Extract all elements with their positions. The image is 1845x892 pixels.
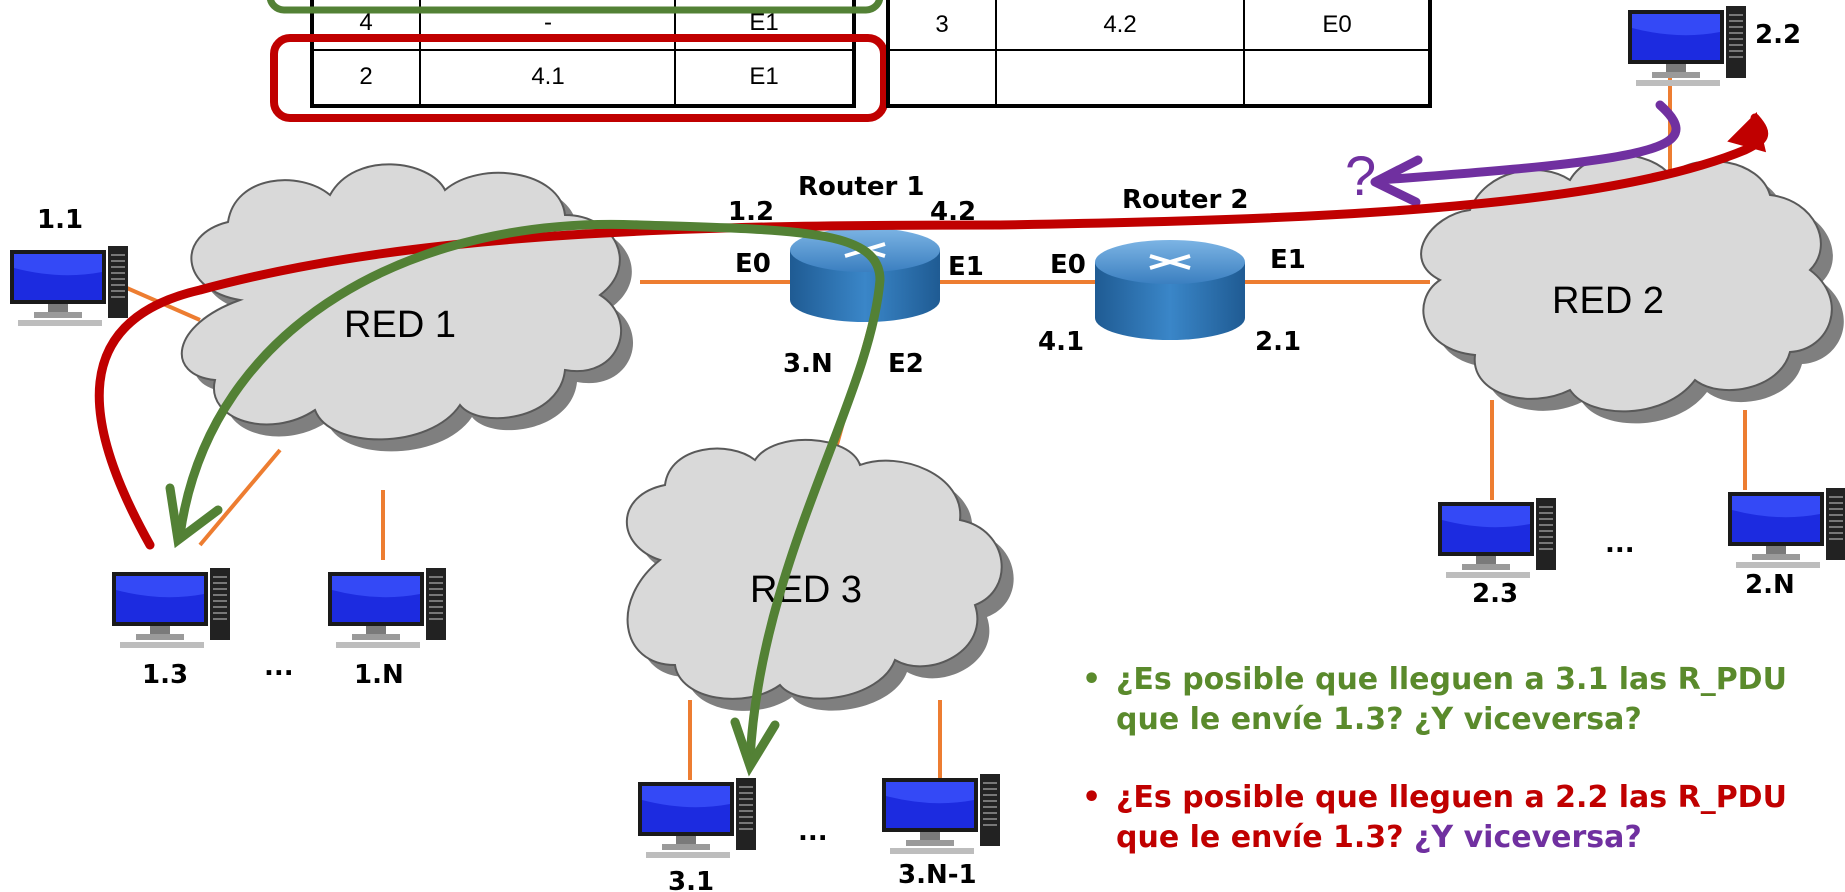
question-2-line2: que le envíe 1.3? ¿Y viceversa?	[1082, 818, 1842, 858]
host-2-n-label: 2.N	[1745, 570, 1795, 600]
host-1-dots: ...	[264, 652, 294, 682]
host-3-dots: ...	[798, 817, 828, 847]
green-path-arrow	[175, 219, 885, 765]
question-2-line1: ¿Es posible que lleguen a 2.2 las R_PDU	[1116, 780, 1787, 815]
host-1-3-icon	[112, 568, 230, 648]
table2-row1-dest: 3	[935, 11, 948, 38]
question-2-line2-red: que le envíe 1.3?	[1116, 820, 1415, 855]
purple-path-arrow	[1375, 100, 1681, 185]
red1-label: RED 1	[344, 304, 456, 346]
question-2-line2-purple: ¿Y viceversa?	[1414, 820, 1642, 855]
host-2-2-icon	[1628, 6, 1746, 86]
highlight-red-row	[270, 34, 888, 122]
host-3-1-icon	[638, 778, 756, 858]
question-1-bullet: •	[1082, 662, 1102, 697]
router1-icon	[790, 228, 940, 322]
host-3-n1-icon	[882, 774, 1000, 854]
router2-addr-left: 4.1	[1038, 327, 1084, 357]
highlight-green-row	[266, 0, 884, 14]
red2-label: RED 2	[1552, 280, 1664, 322]
router1-if-bottom: E2	[888, 349, 924, 379]
host-2-2-label: 2.2	[1755, 20, 1801, 50]
table1-row2-dest: 2	[359, 63, 372, 90]
router2-if-right: E1	[1270, 245, 1306, 275]
question-1: • ¿Es posible que lleguen a 3.1 las R_PD…	[1082, 660, 1842, 740]
router1-addr-bottom: 3.N	[783, 349, 833, 379]
routing-table-router1: 4 - E1 2 4.1 E1	[310, 0, 856, 108]
question-1-line1: ¿Es posible que lleguen a 3.1 las R_PDU	[1116, 662, 1787, 697]
table1-row1-dest: 4	[359, 9, 372, 36]
router2-if-left: E0	[1050, 250, 1086, 280]
question-2-bullet: •	[1082, 780, 1102, 815]
host-1-1-label: 1.1	[37, 205, 83, 235]
router1-if-left: E0	[735, 249, 771, 279]
green-arrowhead-2	[730, 717, 780, 777]
router1-addr-left: 1.2	[728, 197, 774, 227]
host-2-3-label: 2.3	[1472, 579, 1518, 609]
table1-row2-iface: E1	[749, 63, 778, 90]
table1-row1-next: -	[544, 9, 552, 36]
cloud-red3: RED 3	[625, 439, 1014, 711]
host-2-3-icon	[1438, 498, 1556, 578]
red3-label: RED 3	[750, 569, 862, 611]
green-arrowhead-1	[165, 483, 223, 549]
router1-if-right: E1	[948, 252, 984, 282]
host-3-n1-label: 3.N-1	[898, 860, 977, 890]
question-1-line2: que le envíe 1.3? ¿Y viceversa?	[1116, 702, 1642, 737]
host-1-n-label: 1.N	[354, 660, 404, 690]
router1-name: Router 1	[798, 172, 924, 202]
question-mark: ?	[1345, 144, 1376, 207]
table2-row1-next: 4.2	[1103, 11, 1136, 38]
red-path-arrow	[94, 113, 1769, 550]
router2-icon	[1095, 240, 1245, 340]
router1-addr-right: 4.2	[930, 197, 976, 227]
question-2: • ¿Es posible que lleguen a 2.2 las R_PD…	[1082, 778, 1842, 858]
host-1-1-icon	[10, 246, 128, 326]
red-arrowhead	[1727, 112, 1767, 153]
host-3-1-label: 3.1	[668, 867, 714, 892]
cloud-red1: RED 1	[180, 163, 634, 452]
router2-name: Router 2	[1122, 185, 1248, 215]
host-1-3-label: 1.3	[142, 660, 188, 690]
router2-addr-right: 2.1	[1255, 327, 1301, 357]
purple-arrowhead	[1370, 155, 1423, 207]
routing-table-router2: 3 4.2 E0	[886, 0, 1432, 108]
table2-row1-iface: E0	[1322, 11, 1351, 38]
cloud-red2: RED 2	[1420, 154, 1844, 424]
host-2-n-icon	[1728, 488, 1845, 568]
host-1-n-icon	[328, 568, 446, 648]
host-2-dots: ...	[1605, 529, 1635, 559]
table1-row2-next: 4.1	[531, 63, 564, 90]
